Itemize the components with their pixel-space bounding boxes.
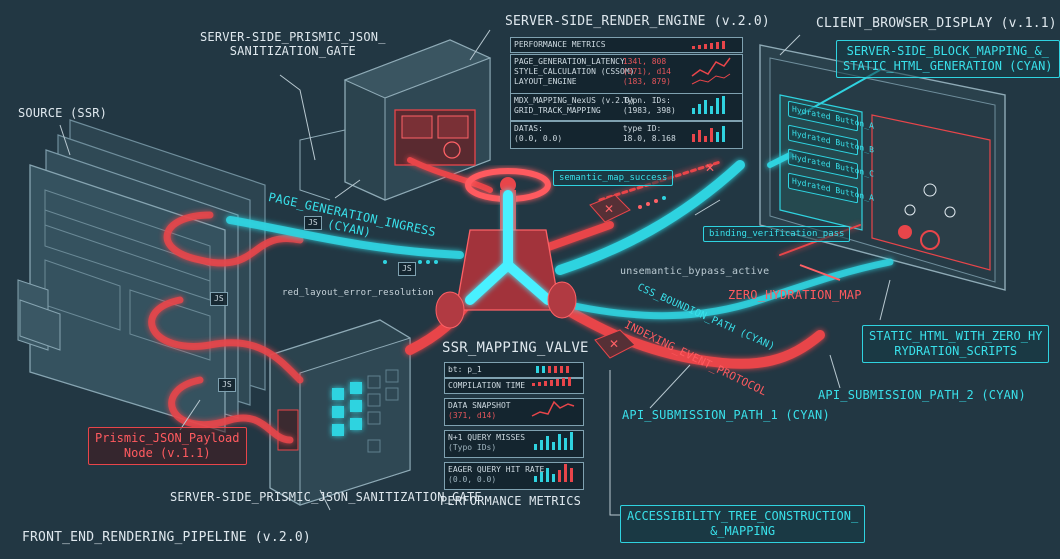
engine-row-value: type ID: 18.0, 8.168 xyxy=(622,124,676,143)
engine-row-label: MDX_MAPPING_NexUS (v.2.0) GRID_TRACK_MAP… xyxy=(514,96,635,115)
unsemantic-bypass-label: unsemantic_bypass_active xyxy=(620,266,770,277)
ssr-valve-body xyxy=(435,168,577,329)
svg-text:✕: ✕ xyxy=(705,161,715,175)
pipeline-label: FRONT_END_RENDERING_PIPELINE (v.2.0) xyxy=(22,530,311,545)
data-dots xyxy=(383,196,666,264)
error-markers: ✕ ✕ ✕ xyxy=(589,161,715,359)
engine-panel-header: PERFORMANCE METRICS xyxy=(510,37,743,53)
sanitization-gate-top-label: SERVER-SIDE_PRISMIC_JSON_ SANITIZATION_G… xyxy=(200,30,386,58)
pipeline-diagram: ✕ ✕ ✕ xyxy=(17,14,1060,545)
semantic-map-success-label: semantic_map_success xyxy=(553,170,674,186)
static-html-zero-box: STATIC_HTML_WITH_ZERO_HY RYDRATION_SCRIP… xyxy=(862,325,1050,363)
sanitization-gate-bottom-box xyxy=(269,319,411,506)
binding-verification-label: binding_verification_pass xyxy=(703,226,851,242)
sanitization-gate-top-box xyxy=(299,39,492,201)
engine-row-label: DATAS: (0.0, 0.0) xyxy=(514,124,563,143)
red-layout-error-label: red_layout_error_resolution xyxy=(282,288,434,298)
source-label: SOURCE (SSR) xyxy=(18,106,108,120)
prismic-payload-box: Prismic_JSON_Payload Node (v.1.1) xyxy=(88,427,247,465)
block-mapping-box: SERVER-SIDE_BLOCK_MAPPING_&_ STATIC_HTML… xyxy=(836,40,1060,78)
api-path-1-label: API_SUBMISSION_PATH_1 (CYAN) xyxy=(622,408,830,422)
valve-sparklines xyxy=(531,366,575,482)
cyan-pipes xyxy=(226,152,894,320)
render-engine-label: SERVER-SIDE_RENDER_ENGINE (v.2.0) xyxy=(505,14,770,29)
zero-hydration-map-label: ZERO_HYDRATION_MAP xyxy=(728,288,862,302)
js-tag: JS xyxy=(304,216,322,230)
engine-row-value: 134l, 808 (371), d14 (183, 879) xyxy=(622,57,671,86)
engine-sparklines xyxy=(691,41,731,142)
engine-row-datas: DATAS: (0.0, 0.0) type ID: 18.0, 8.168 xyxy=(510,121,743,149)
performance-metrics-bottom-label: PERFORMANCE METRICS xyxy=(440,494,582,508)
diagram-graphics: ✕ ✕ ✕ xyxy=(17,29,1006,516)
ssr-mapping-valve-label: SSR_MAPPING_VALVE xyxy=(442,340,589,356)
valve-row-compilation: COMPILATION TIME xyxy=(444,378,584,394)
engine-row-label: PAGE_GENERATION_LATENCY STYLE_CALCULATIO… xyxy=(514,57,635,86)
valve-row-snapshot: DATA SNAPSHOT (371, d14) xyxy=(444,398,584,426)
svg-text:✕: ✕ xyxy=(604,202,614,216)
api-path-2-label: API_SUBMISSION_PATH_2 (CYAN) xyxy=(818,388,1026,402)
sanitization-gate-bottom-label: SERVER-SIDE_PRISMIC_JSON_SANITIZATION_GA… xyxy=(170,490,482,504)
accessibility-tree-box: ACCESSIBILITY_TREE_CONSTRUCTION_ &_MAPPI… xyxy=(620,505,866,543)
client-display-label: CLIENT_BROWSER_DISPLAY (v.1.1) xyxy=(816,16,1057,31)
hydrated-button-list: Hydrated Button_A Hydrated Button_B Hydr… xyxy=(788,100,874,204)
svg-text:✕: ✕ xyxy=(609,337,619,351)
engine-row-value: Typn. IDs: (1983, 398) xyxy=(622,96,676,115)
js-tag: JS xyxy=(218,378,236,392)
js-tag: JS xyxy=(210,292,228,306)
js-tag: JS xyxy=(398,262,416,276)
